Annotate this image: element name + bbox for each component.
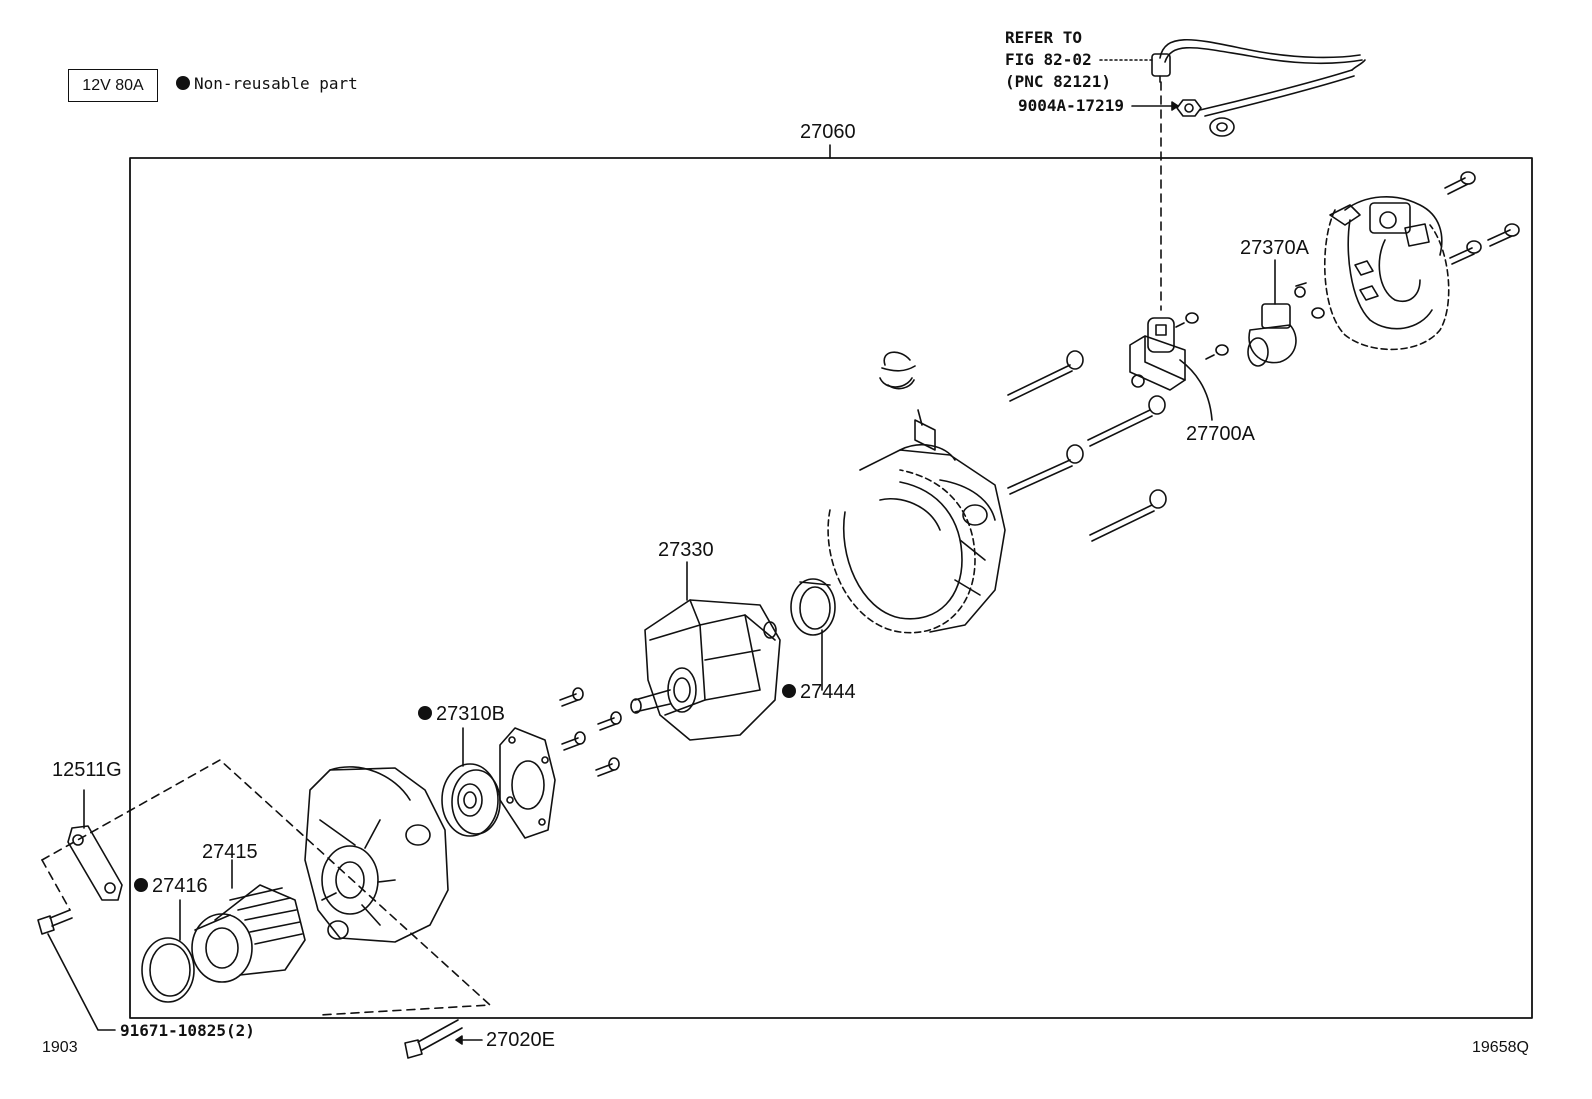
part-label-27310b[interactable]: 27310B	[418, 704, 505, 724]
non-reusable-dot-icon	[418, 705, 432, 720]
drive-end-frame	[304, 766, 449, 943]
pulley-group-outline	[41, 759, 491, 1016]
assembly-frame	[129, 157, 1533, 1019]
refer-line-3: (PNC 82121)	[1005, 72, 1111, 91]
legend-text: Non-reusable part	[194, 74, 358, 93]
cover-screws	[1444, 171, 1520, 265]
part-label-12511g[interactable]: 12511G	[52, 759, 122, 781]
spec-label: 12V 80A	[68, 69, 158, 102]
bearing	[441, 727, 501, 837]
part-label-91671[interactable]: 91671-10825(2)	[120, 1021, 255, 1040]
bracket	[67, 789, 123, 901]
part-label-9004a[interactable]: 9004A-17219	[1018, 96, 1124, 115]
part-label-27020e[interactable]: 27020E	[486, 1029, 555, 1051]
non-reusable-dot-icon	[782, 683, 796, 698]
cover-ring	[141, 899, 195, 1003]
bracket-bolt	[37, 909, 116, 1031]
footer-right-code: 19658Q	[1472, 1039, 1529, 1056]
footer-left-code: 1903	[42, 1039, 78, 1056]
through-bolts	[1007, 350, 1167, 542]
rectifier	[1129, 312, 1229, 421]
bearing-plate	[499, 727, 556, 839]
part-label-27370a[interactable]: 27370A	[1240, 237, 1309, 259]
part-label-27700a[interactable]: 27700A	[1186, 423, 1255, 445]
legend: Non-reusable part	[176, 74, 358, 93]
retainer-ring	[790, 578, 836, 691]
part-label-27060[interactable]: 27060	[800, 121, 856, 143]
part-label-27444[interactable]: 27444	[782, 682, 856, 702]
non-reusable-dot-icon	[176, 75, 190, 90]
refer-line-1: REFER TO	[1005, 28, 1083, 47]
brush-holder	[1247, 259, 1325, 367]
plate-screws	[559, 687, 622, 777]
spring-clip	[879, 351, 916, 390]
rotor	[630, 561, 781, 741]
rear-end-cover	[1323, 196, 1450, 351]
pulley	[191, 859, 306, 983]
part-label-27330[interactable]: 27330	[658, 539, 714, 561]
part-label-27416[interactable]: 27416	[134, 876, 208, 896]
stator-housing	[827, 409, 1006, 634]
non-reusable-dot-icon	[134, 877, 148, 892]
frame-bolt	[404, 1019, 483, 1059]
wire-harness	[1099, 39, 1366, 311]
part-label-27415[interactable]: 27415	[202, 841, 258, 863]
refer-line-2: FIG 82-02	[1005, 50, 1092, 69]
